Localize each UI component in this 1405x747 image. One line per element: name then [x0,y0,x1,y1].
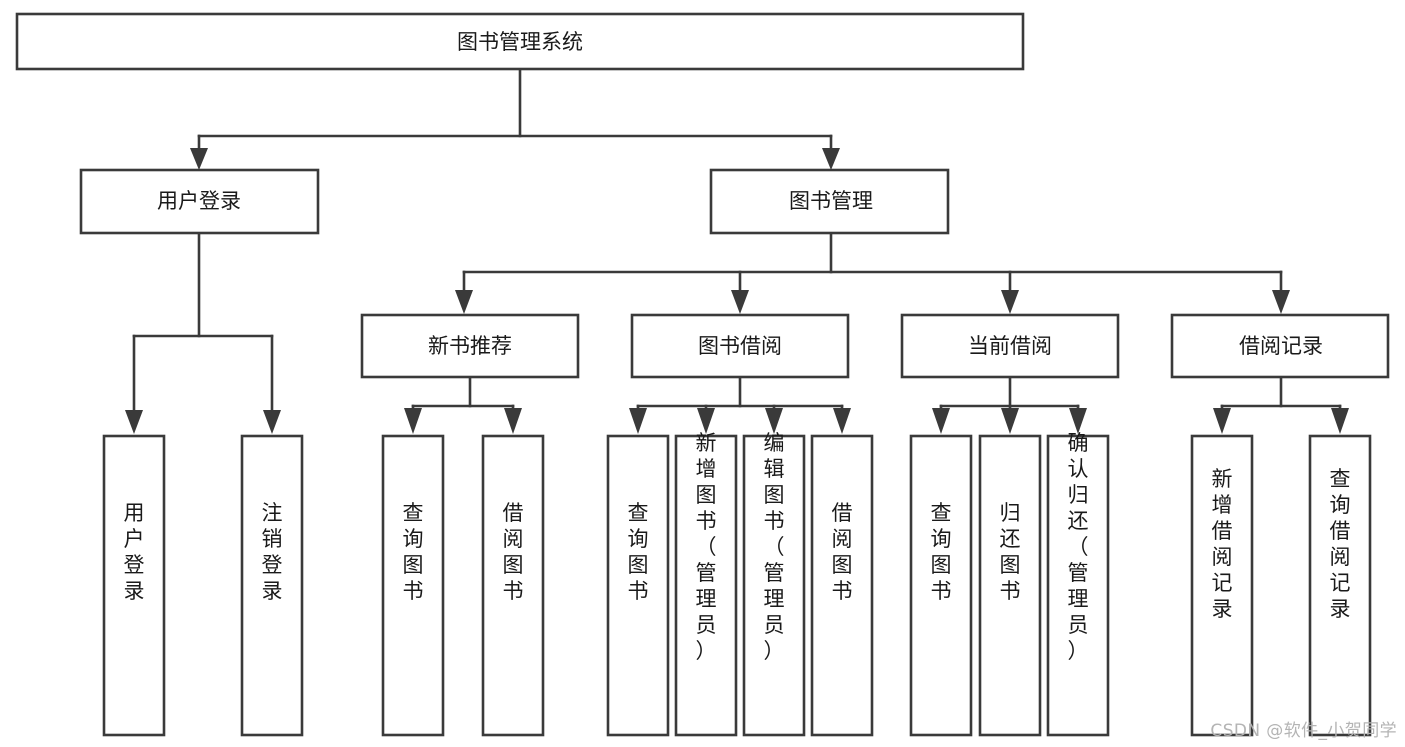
leaf-node-query-record-label: 查询借阅记录 [1330,467,1351,621]
connector-group-current-to-leaves [932,375,1087,434]
arrow-head-leaf-edit-book [765,408,783,434]
node-current-borrow-label: 当前借阅 [968,334,1052,358]
leaf-node-borrow-query-book-box[interactable] [606,434,670,737]
node-current-borrow[interactable]: 当前借阅 [900,313,1120,379]
leaf-node-borrow-query-book[interactable]: 查询图书 [606,434,670,737]
arrow-head-book-manage [822,148,840,170]
connector-group-recommend-to-leaves [404,375,522,434]
arrow-head-leaf-add-record [1213,408,1231,434]
node-root-system-box[interactable] [15,12,1025,71]
leaf-node-edit-book-box[interactable] [742,434,806,737]
leaf-node-borrow-query-book-label: 查询图书 [628,501,649,603]
leaf-node-return-book-box[interactable] [978,434,1042,737]
node-book-manage-label: 图书管理 [789,189,873,213]
leaf-node-recommend-borrow-book-label: 借阅图书 [503,501,524,603]
node-user-login-box[interactable] [79,168,320,235]
leaf-node-user-login-label: 用户登录 [124,501,145,603]
leaf-node-borrow-borrow-book[interactable]: 借阅图书 [810,434,874,737]
node-book-borrow-box[interactable] [630,313,850,379]
arrow-head-leaf-return-book [1001,408,1019,434]
leaf-node-borrow-borrow-book-box[interactable] [810,434,874,737]
leaf-node-edit-book[interactable]: 编辑图书（管理员） [742,431,806,737]
leaf-node-add-book-box[interactable] [674,434,738,737]
leaf-node-borrow-borrow-book-label: 借阅图书 [832,501,853,603]
arrow-head-leaf-user-login [125,410,143,434]
node-current-borrow-box[interactable] [900,313,1120,379]
node-book-manage-box[interactable] [709,168,950,235]
leaf-node-current-query-book[interactable]: 查询图书 [909,434,973,737]
node-root-system-label: 图书管理系统 [457,30,583,54]
node-root-system[interactable]: 图书管理系统 [15,12,1025,71]
arrow-head-current-borrow [1001,290,1019,314]
connector-group-record-to-leaves [1213,375,1349,434]
node-book-borrow[interactable]: 图书借阅 [630,313,850,379]
connector-group-root-to-level2 [190,67,840,170]
arrow-head-borrow-record [1272,290,1290,314]
arrow-head-leaf-logout [263,410,281,434]
connector-group-userlogin-to-leaves [125,231,281,434]
node-book-manage[interactable]: 图书管理 [709,168,950,235]
node-new-book-recommend-label: 新书推荐 [428,334,512,358]
arrow-head-leaf-borrow-book-2 [833,408,851,434]
node-borrow-record-box[interactable] [1170,313,1390,379]
leaf-node-query-record[interactable]: 查询借阅记录 [1308,434,1372,737]
arrow-head-leaf-add-book [697,408,715,434]
leaf-node-confirm-return-label: 确认归还（管理员） [1068,431,1089,663]
leaf-node-logout-box[interactable] [240,434,304,737]
leaf-node-recommend-query-book[interactable]: 查询图书 [381,434,445,737]
leaf-node-logout[interactable]: 注销登录 [240,434,304,737]
arrow-head-leaf-query-book-2 [629,408,647,434]
leaf-node-recommend-borrow-book[interactable]: 借阅图书 [481,434,545,737]
leaf-node-add-book[interactable]: 新增图书（管理员） [674,431,738,737]
node-user-login[interactable]: 用户登录 [79,168,320,235]
leaf-node-recommend-query-book-box[interactable] [381,434,445,737]
node-new-book-recommend-box[interactable] [360,313,580,379]
leaf-node-edit-book-label: 编辑图书（管理员） [764,431,785,663]
leaf-node-add-record-label: 新增借阅记录 [1212,467,1233,621]
arrow-head-leaf-query-book-3 [932,408,950,434]
connector-group-borrow-to-leaves [629,375,851,434]
node-new-book-recommend[interactable]: 新书推荐 [360,313,580,379]
leaf-node-query-record-box[interactable] [1308,434,1372,737]
leaf-node-add-record-box[interactable] [1190,434,1254,737]
leaf-node-return-book-label: 归还图书 [1000,501,1021,603]
node-user-login-label: 用户登录 [157,189,241,213]
node-book-borrow-label: 图书借阅 [698,334,782,358]
node-borrow-record-label: 借阅记录 [1239,334,1323,358]
connector-group-bookmanage-to-level3 [455,231,1290,314]
arrow-head-user-login [190,148,208,170]
leaf-node-user-login-box[interactable] [102,434,166,737]
arrow-head-leaf-confirm-return [1069,408,1087,434]
arrow-head-leaf-borrow-book-1 [504,408,522,434]
node-borrow-record[interactable]: 借阅记录 [1170,313,1390,379]
leaf-node-add-book-label: 新增图书（管理员） [696,431,717,663]
leaf-node-logout-label: 注销登录 [262,501,283,603]
csdn-watermark: CSDN @软件_小贺同学 [1210,721,1397,741]
leaf-node-recommend-borrow-book-box[interactable] [481,434,545,737]
leaf-node-return-book[interactable]: 归还图书 [978,434,1042,737]
leaf-node-user-login[interactable]: 用户登录 [102,434,166,737]
arrow-head-leaf-query-record [1331,408,1349,434]
arrow-head-new-book-recommend [455,290,473,314]
arrow-head-leaf-query-book-1 [404,408,422,434]
leaf-node-current-query-book-box[interactable] [909,434,973,737]
arrow-head-book-borrow [731,290,749,314]
leaf-node-recommend-query-book-label: 查询图书 [403,501,424,603]
leaf-node-confirm-return-box[interactable] [1046,434,1110,737]
leaf-node-add-record[interactable]: 新增借阅记录 [1190,434,1254,737]
leaf-node-confirm-return[interactable]: 确认归还（管理员） [1046,431,1110,737]
leaf-node-current-query-book-label: 查询图书 [931,501,952,603]
